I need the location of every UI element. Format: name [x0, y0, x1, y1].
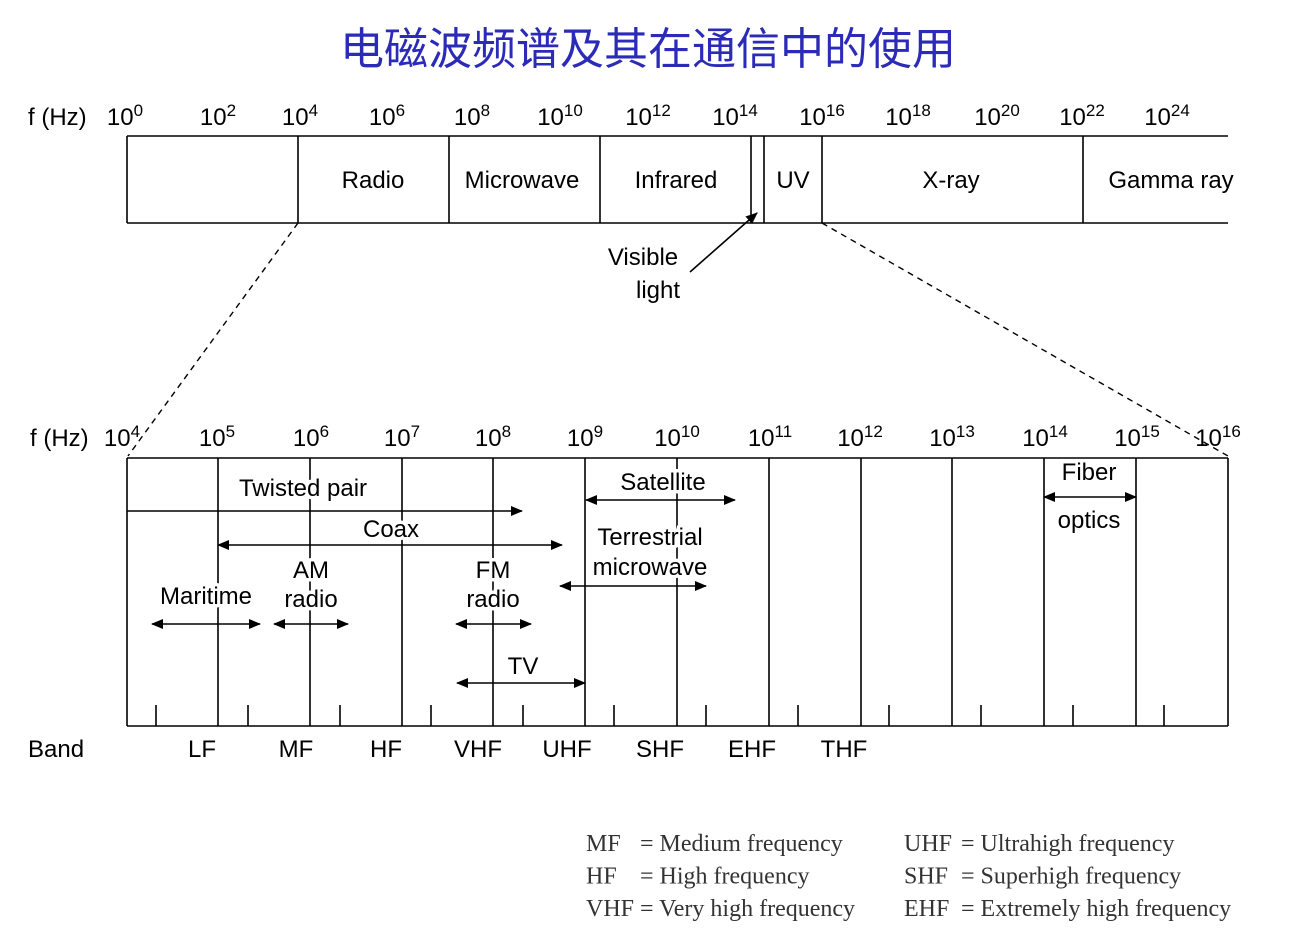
visible-light-label-1: Visible	[608, 244, 678, 271]
bottom-tick-label: 1015	[1114, 422, 1160, 452]
fiber-label-1: Fiber	[1062, 459, 1117, 486]
maritime-label: Maritime	[160, 583, 252, 610]
bottom-tick-label: 107	[384, 422, 420, 452]
bottom-tick-label: 109	[567, 422, 603, 452]
band-label: Band	[28, 736, 84, 763]
band-uhf: UHF	[542, 736, 591, 763]
top-tick-label: 1024	[1144, 101, 1190, 131]
top-tick-label: 1016	[799, 101, 845, 131]
bottom-tick-label: 105	[199, 422, 235, 452]
legend-definition: = Superhigh frequency	[961, 864, 1181, 890]
top-tick-label: 106	[369, 101, 405, 131]
region-microwave: Microwave	[465, 167, 580, 194]
legend-definition: = Medium frequency	[640, 831, 843, 857]
region-gamma-ray: Gamma ray	[1108, 167, 1233, 194]
legend-abbr: EHF	[904, 896, 949, 922]
visible-light-arrow	[689, 212, 758, 273]
am-radio-label-1: AM	[293, 557, 329, 584]
zoom-guide-right	[821, 222, 1229, 457]
band-labels: LF MF HF VHF UHF SHF EHF THF	[188, 736, 867, 763]
band-hf: HF	[370, 736, 402, 763]
top-tick-label: 1014	[712, 101, 758, 131]
terrestrial-label-1: Terrestrial	[597, 524, 702, 551]
bottom-tick-label: 1014	[1022, 422, 1068, 452]
legend-abbr: SHF	[904, 864, 948, 890]
top-tick-label: 1020	[974, 101, 1020, 131]
top-axis-label: f (Hz)	[28, 104, 87, 131]
bottom-tick-label: 106	[293, 422, 329, 452]
top-tick-label: 100	[107, 101, 143, 131]
top-axis-ticks: 100 102 104 106 108 1010 1012 1014 1016 1018 1020 1…	[107, 101, 1190, 131]
fm-radio-label-1: FM	[476, 557, 511, 584]
top-spectrum-box	[126, 135, 1228, 224]
band-mf: MF	[279, 736, 314, 763]
legend-abbr: MF	[586, 831, 621, 857]
coax-label: Coax	[363, 516, 419, 543]
top-tick-label: 1018	[885, 101, 931, 131]
band-lf: LF	[188, 736, 216, 763]
top-tick-label: 104	[282, 101, 318, 131]
fiber-label-2: optics	[1058, 507, 1121, 534]
region-xray: X-ray	[922, 167, 979, 194]
legend-abbr: HF	[586, 864, 617, 890]
zoom-guide-left	[127, 222, 299, 457]
top-tick-label: 1012	[625, 101, 671, 131]
page-title: 电磁波频谱及其在通信中的使用	[340, 24, 956, 75]
legend-definition: = High frequency	[640, 864, 809, 890]
bottom-tick-label: 1016	[1195, 422, 1241, 452]
media-labels: Twisted pair Coax Satellite Terrestrial …	[127, 456, 1137, 688]
region-radio: Radio	[342, 167, 405, 194]
region-infrared: Infrared	[635, 167, 718, 194]
terrestrial-label-2: microwave	[593, 554, 708, 581]
tv-label: TV	[508, 653, 539, 680]
legend-definition: = Ultrahigh frequency	[961, 831, 1174, 857]
bottom-axis-ticks: 104 105 106 107 108 109 1010 1011 1012 1013 1014 10…	[104, 422, 1241, 452]
legend-definition: = Extremely high frequency	[961, 896, 1231, 922]
am-radio-label-2: radio	[284, 586, 337, 613]
band-ehf: EHF	[728, 736, 776, 763]
band-thf: THF	[821, 736, 868, 763]
bottom-axis-label: f (Hz)	[30, 425, 89, 452]
legend-abbr: UHF	[904, 831, 952, 857]
bottom-tick-label: 1012	[837, 422, 883, 452]
legend-abbr: VHF	[586, 896, 634, 922]
bottom-tick-label: 1011	[748, 422, 792, 452]
fm-radio-label-2: radio	[466, 586, 519, 613]
satellite-label: Satellite	[620, 469, 705, 496]
top-tick-label: 102	[200, 101, 236, 131]
twisted-pair-label: Twisted pair	[239, 475, 367, 502]
visible-light-label-2: light	[636, 277, 680, 304]
band-shf: SHF	[636, 736, 684, 763]
bottom-tick-label: 104	[104, 422, 140, 452]
band-vhf: VHF	[454, 736, 502, 763]
legend-definition: = Very high frequency	[640, 896, 855, 922]
bottom-tick-label: 108	[475, 422, 511, 452]
top-tick-label: 1022	[1059, 101, 1105, 131]
bottom-tick-label: 1013	[929, 422, 975, 452]
bottom-spectrum-box	[126, 457, 1229, 727]
bottom-tick-label: 1010	[654, 422, 700, 452]
top-tick-label: 108	[454, 101, 490, 131]
top-tick-label: 1010	[537, 101, 583, 131]
region-uv: UV	[776, 167, 809, 194]
